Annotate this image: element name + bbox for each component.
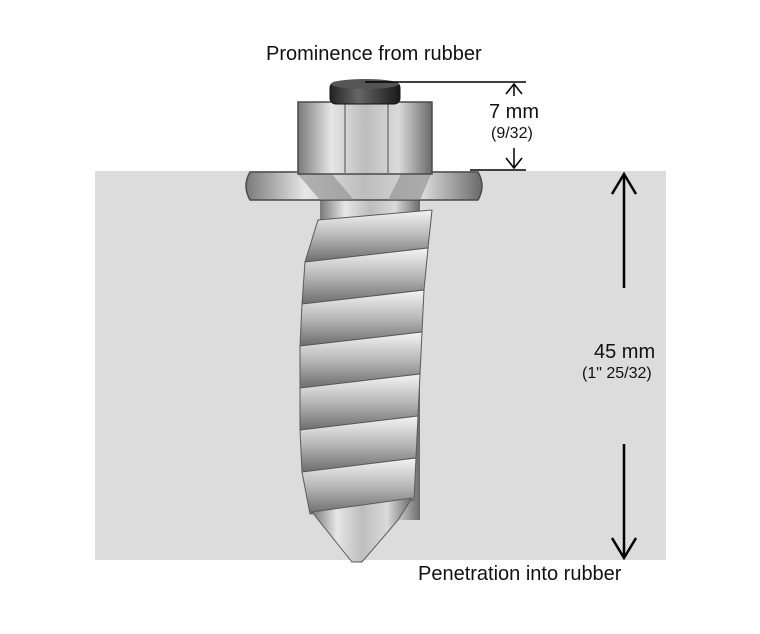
- prominence-mm-label: 7 mm: [489, 101, 539, 123]
- stud-hex-head: [297, 101, 433, 175]
- prominence-title: Prominence from rubber: [266, 43, 482, 65]
- stud-threads: [299, 209, 433, 515]
- penetration-fraction-label: (1" 25/32): [582, 365, 652, 382]
- penetration-mm-label: 45 mm: [594, 341, 656, 363]
- prominence-fraction-label: (9/32): [491, 125, 533, 142]
- thread-7: [301, 457, 417, 515]
- prominence-dimension: [365, 81, 526, 171]
- stud-screw: [299, 200, 433, 563]
- prominence-arrow-up-head: [505, 82, 523, 95]
- stud-flange: [245, 171, 483, 201]
- prominence-arrow-down-head: [505, 157, 523, 170]
- penetration-arrow-down-head: [610, 537, 638, 561]
- stud-tip: [311, 497, 414, 563]
- penetration-title: Penetration into rubber: [418, 563, 622, 585]
- penetration-dimension: [610, 171, 638, 561]
- penetration-arrow-up-head: [610, 171, 638, 195]
